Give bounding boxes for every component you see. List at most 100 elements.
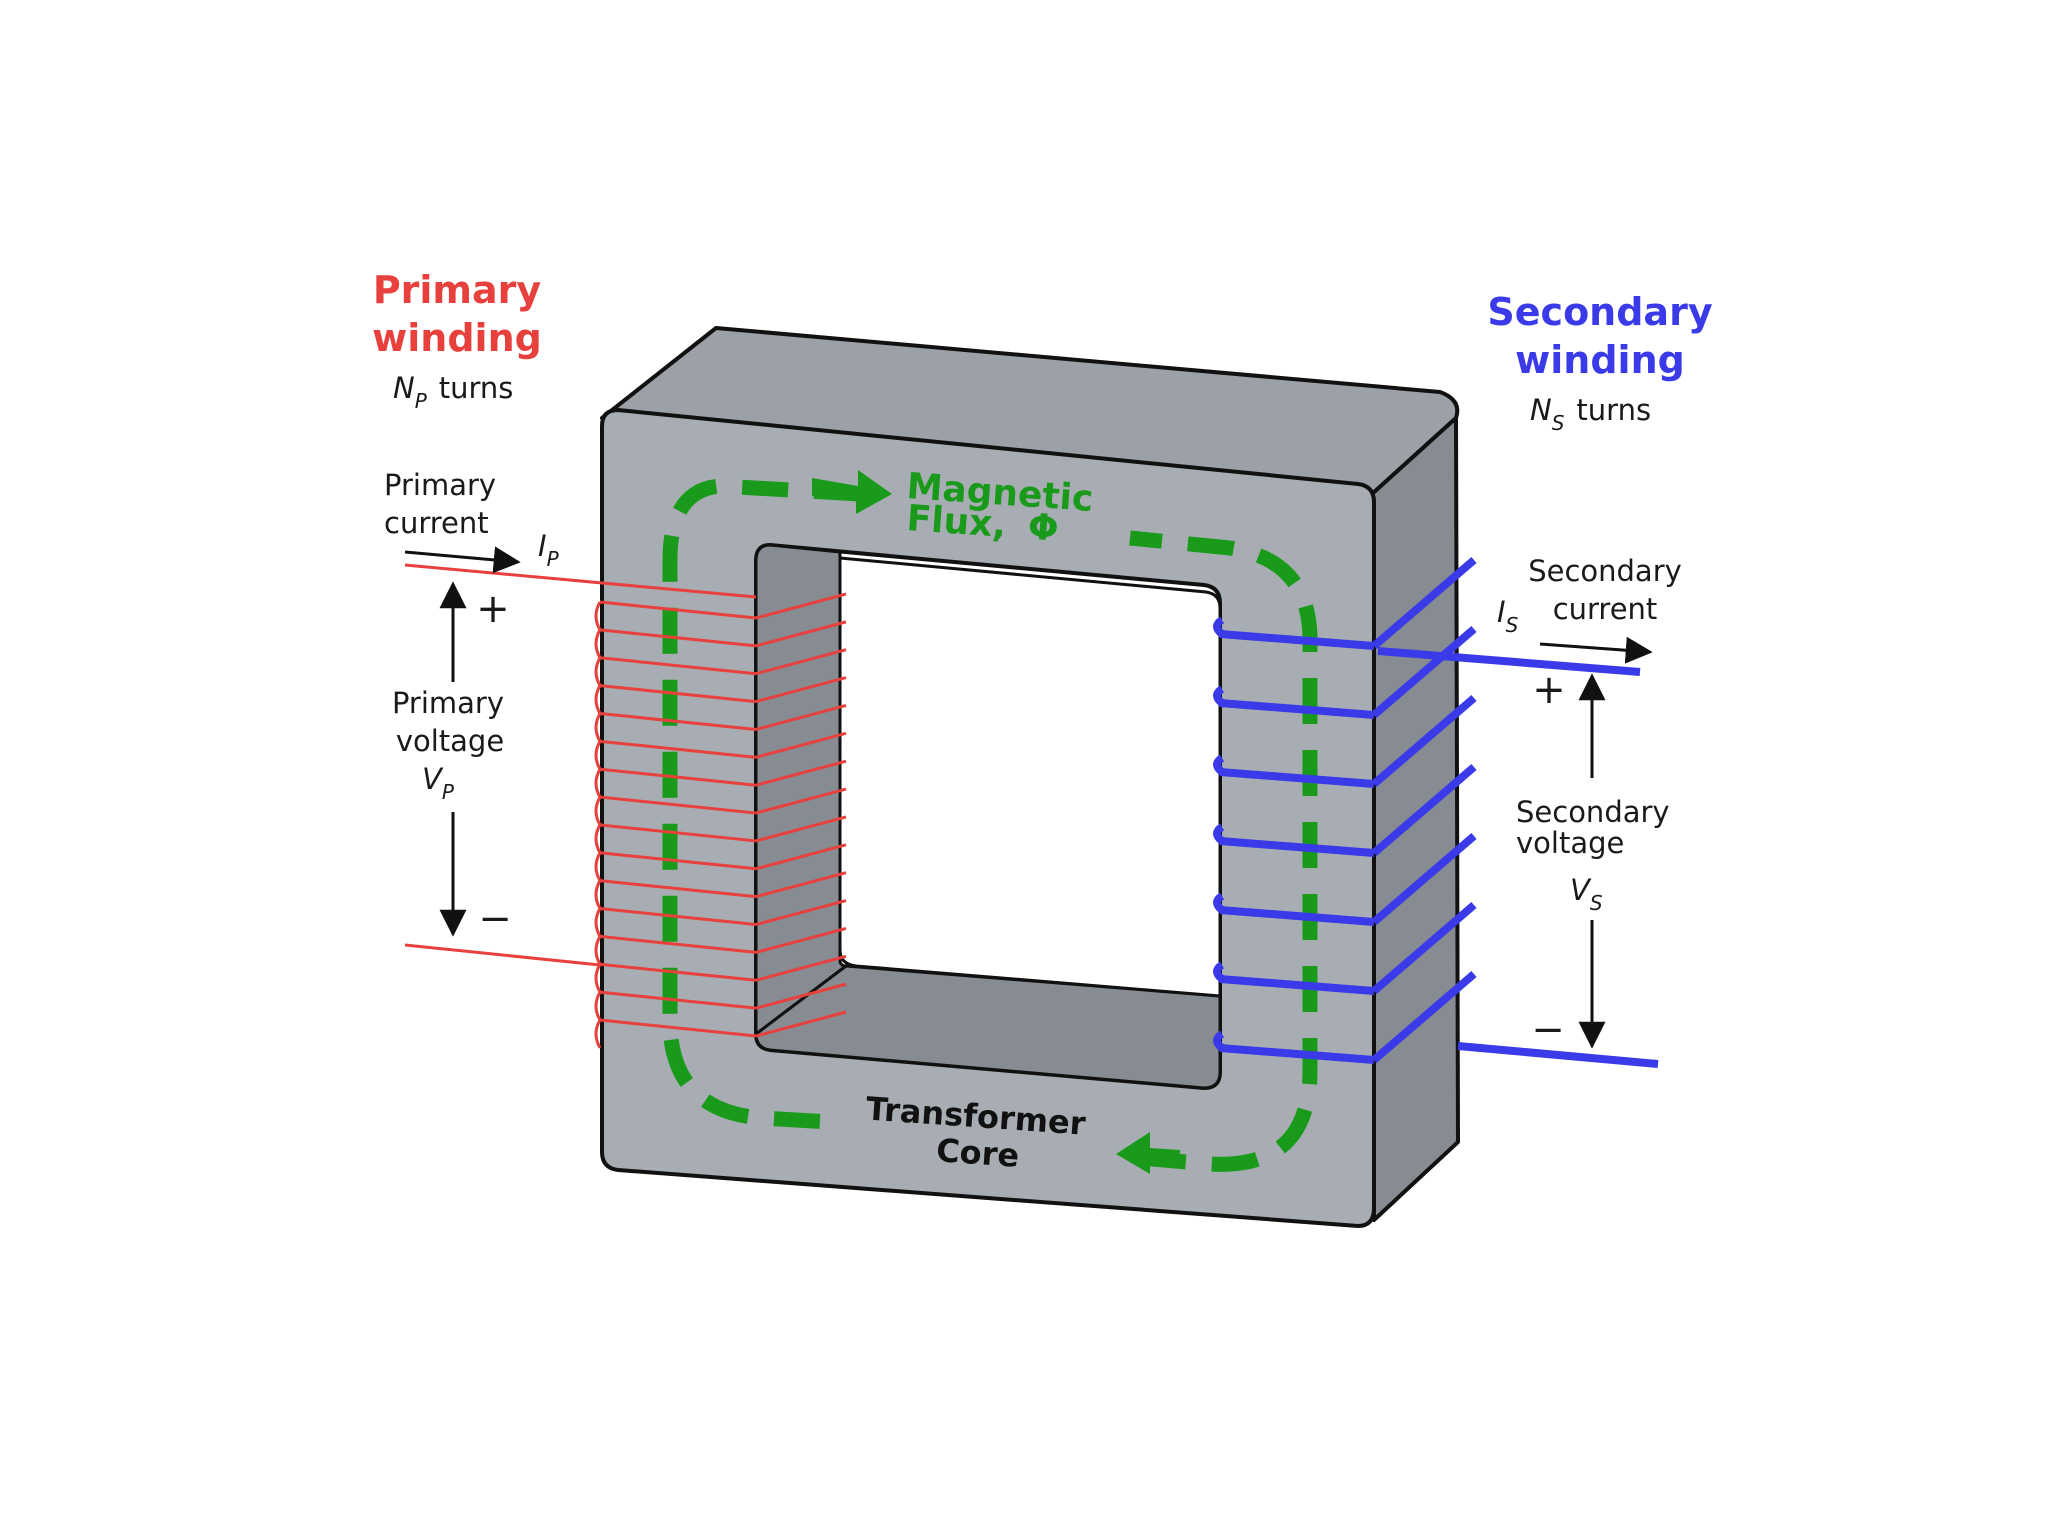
primary-turn-front xyxy=(599,879,757,899)
primary-winding xyxy=(404,563,847,1049)
secondary-current-symbol-label: IS xyxy=(1497,595,1519,637)
primary-turn-inner xyxy=(755,899,847,926)
core-hole-opening xyxy=(838,556,1222,998)
secondary-winding xyxy=(1213,556,1659,1068)
primary-voltage-minus: − xyxy=(478,896,512,942)
secondary-current-label-line1: Secondary xyxy=(1528,554,1682,588)
primary-turn-inner xyxy=(755,926,847,954)
secondary-voltage-plus: + xyxy=(1532,667,1566,713)
primary-turn-inner xyxy=(755,648,847,676)
secondary-current-symbol: I xyxy=(1497,595,1506,629)
primary-turn-inner xyxy=(755,704,847,731)
primary-turn-front xyxy=(599,962,757,982)
primary-turn-edge xyxy=(594,963,602,993)
primary-turn-edge xyxy=(594,991,602,1021)
primary-turn-edge xyxy=(594,935,602,966)
primary-turn-front xyxy=(599,767,757,787)
primary-voltage-plus: + xyxy=(476,586,510,632)
primary-turn-inner xyxy=(755,954,847,982)
primary-turn-inner xyxy=(755,731,847,759)
secondary-turn-side xyxy=(1371,625,1477,719)
primary-turn-front xyxy=(599,990,757,1010)
secondary-turn-side xyxy=(1371,694,1477,788)
primary-turn-inner xyxy=(755,620,847,648)
primary-turn-edge xyxy=(594,796,602,826)
primary-turn-edge xyxy=(594,1019,602,1049)
primary-turn-edge xyxy=(594,768,602,798)
primary-turn-front xyxy=(599,934,757,954)
secondary-turn-front xyxy=(1219,630,1375,650)
secondary-voltage-symbol-label: VS xyxy=(1570,873,1603,915)
primary-turn-inner xyxy=(755,592,847,620)
primary-turn-front xyxy=(599,656,757,676)
flux-dashed-loop xyxy=(662,478,1318,1172)
secondary-turn-front xyxy=(1219,906,1375,926)
primary-voltage-symbol: V xyxy=(422,762,444,796)
primary-current-subscript: P xyxy=(547,547,560,571)
primary-turn-front xyxy=(599,684,757,704)
secondary-current-label-line2: current xyxy=(1553,592,1658,626)
primary-turn-front xyxy=(599,1018,757,1038)
primary-turn-inner xyxy=(755,759,847,787)
primary-current-label-line2: current xyxy=(384,506,489,540)
flux-label-line2: Flux, Φ xyxy=(905,498,1060,550)
secondary-turns-symbol: N xyxy=(1530,393,1552,427)
primary-turn-edge xyxy=(594,656,602,687)
secondary-current-arrow xyxy=(1539,636,1653,664)
secondary-turn-side xyxy=(1371,556,1477,650)
primary-turn-inner xyxy=(755,1010,847,1038)
primary-current-symbol: I xyxy=(538,529,547,563)
secondary-winding-title-line2: winding xyxy=(1515,338,1685,382)
secondary-turn-front xyxy=(1219,975,1375,995)
primary-turn-inner xyxy=(755,871,847,899)
primary-turn-front xyxy=(599,739,757,759)
primary-turn-front xyxy=(599,823,757,843)
primary-lead-bottom xyxy=(404,943,601,967)
secondary-turn-front xyxy=(1219,768,1375,788)
primary-turn-edge xyxy=(594,601,602,631)
primary-turn-inner xyxy=(755,815,847,843)
secondary-turn-front xyxy=(1219,699,1375,719)
flux-symbol: Φ xyxy=(1027,507,1060,550)
primary-turn-front xyxy=(599,628,757,648)
secondary-voltage-label-line1: Secondary xyxy=(1516,795,1670,829)
secondary-current-subscript: S xyxy=(1506,613,1519,637)
primary-winding-title-line2: winding xyxy=(372,316,542,360)
primary-turns-word: turns xyxy=(439,371,514,405)
flux-label-word: Flux, xyxy=(905,498,1007,546)
primary-turn-edge xyxy=(594,879,602,910)
primary-voltage-symbol-label: VP xyxy=(422,762,455,804)
primary-turn-edge xyxy=(594,629,602,659)
secondary-turns-subscript: S xyxy=(1552,411,1565,435)
secondary-turn-side xyxy=(1371,970,1477,1064)
primary-turn-inner xyxy=(755,787,847,815)
secondary-voltage-subscript: S xyxy=(1590,891,1603,915)
secondary-lead-top xyxy=(1377,647,1641,676)
secondary-turn-side xyxy=(1371,832,1477,926)
primary-turn-edge xyxy=(594,907,602,938)
primary-turn-edge xyxy=(594,824,602,854)
primary-voltage-subscript: P xyxy=(442,780,455,804)
primary-turn-inner xyxy=(755,843,847,871)
primary-turn-front xyxy=(599,907,757,927)
primary-voltage-label-line2: voltage xyxy=(396,724,504,758)
primary-turn-edge xyxy=(594,852,602,882)
secondary-voltage-minus: − xyxy=(1531,1007,1565,1053)
primary-turns-subscript: P xyxy=(415,389,428,413)
primary-turn-edge xyxy=(594,740,602,770)
secondary-voltage-symbol: V xyxy=(1570,873,1592,907)
core-label-line2: Core xyxy=(935,1131,1020,1175)
primary-turn-front xyxy=(599,711,757,731)
primary-turn-inner xyxy=(755,676,847,704)
primary-turn-inner xyxy=(755,982,847,1010)
secondary-lead-bottom xyxy=(1457,1042,1659,1068)
primary-current-symbol-label: IP xyxy=(538,529,560,571)
flux-arrow-bottom xyxy=(1116,1132,1180,1174)
primary-turn-edge xyxy=(594,684,602,715)
primary-turn-front xyxy=(599,795,757,815)
core-hole-bottom-wall xyxy=(754,964,1222,1090)
flux-arrow-top xyxy=(812,470,892,514)
